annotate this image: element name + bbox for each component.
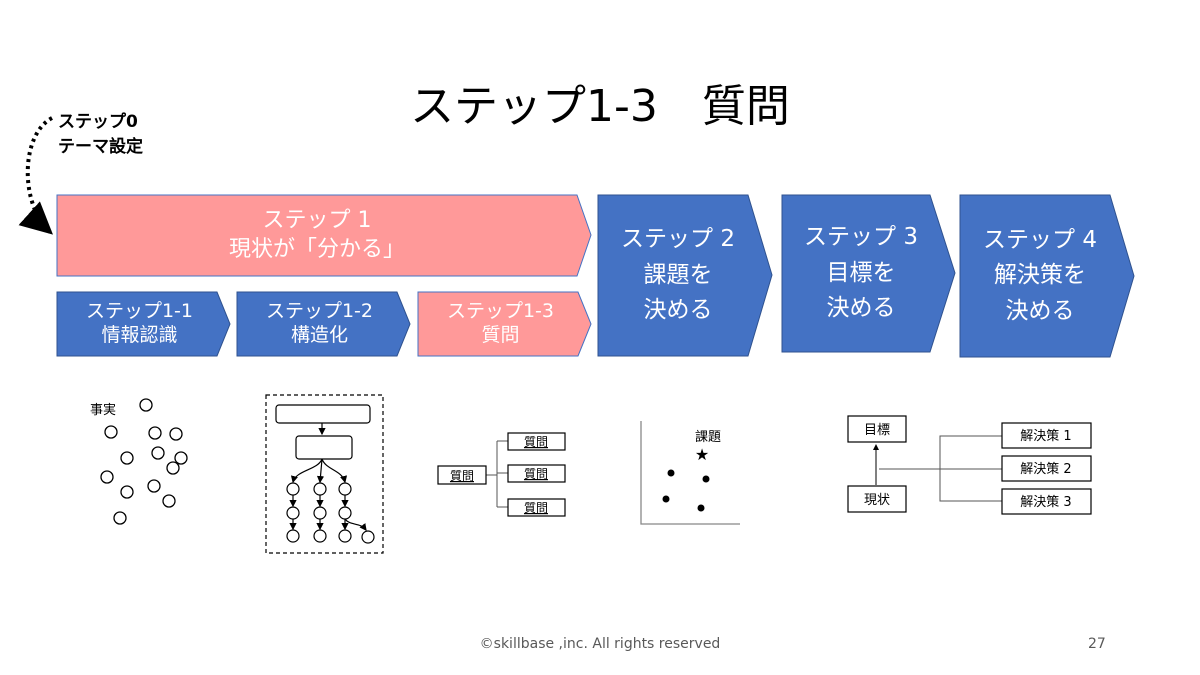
step1-2-shape: [236, 291, 411, 357]
solution-text: 解決策 3: [1020, 494, 1071, 510]
facts-circles: [100, 398, 188, 525]
step0-line2: テーマ設定: [58, 137, 143, 157]
step4-line3: 決める: [1005, 297, 1075, 324]
solution-box: [1001, 455, 1092, 482]
step1-subtitle: 現状が「分かる」: [228, 236, 405, 262]
step2-shape: [597, 194, 773, 357]
step1-1-subtitle: 情報認識: [101, 324, 178, 346]
step3-shape: [781, 194, 956, 353]
step2-line2: 課題を: [643, 261, 713, 288]
step1-title: ステップ 1: [262, 207, 372, 233]
solution-box: [1001, 488, 1092, 515]
goal-box: [847, 415, 907, 443]
step1-3-shape: [417, 291, 592, 357]
step3-line3: 決める: [826, 295, 896, 322]
slide-title: ステップ1-3 質問: [410, 81, 790, 132]
question-tree: [486, 440, 508, 508]
step0-dotted-arrow: [18, 116, 54, 235]
step2-line3: 決める: [643, 297, 713, 324]
question-child-box: [507, 464, 566, 483]
page-number: 27: [1088, 636, 1106, 652]
facts-label: 事実: [90, 402, 116, 418]
step1-2-subtitle: 構造化: [290, 324, 348, 346]
step2-title: ステップ 2: [621, 226, 735, 253]
structure-diagram: [265, 394, 384, 554]
current-box: [847, 485, 907, 513]
solution-text: 解決策 2: [1020, 461, 1071, 477]
step4-title: ステップ 4: [983, 226, 1097, 253]
step1-2-title: ステップ1-2: [265, 300, 374, 323]
step1-label: ステップ 1 現状が「分かる」: [57, 195, 577, 276]
question-child-box: [507, 432, 566, 451]
question-child-text: 質問: [524, 434, 548, 449]
step1-1-label: ステップ1-1 情報認識: [57, 292, 222, 356]
question-child-text: 質問: [524, 466, 548, 481]
step1-3-title: ステップ1-3: [446, 300, 555, 323]
question-root-text: 質問: [450, 468, 474, 483]
copyright-footer: ©skillbase ,inc. All rights reserved: [479, 636, 721, 652]
step1-3-label: ステップ1-3 質問: [418, 292, 583, 356]
question-root-box: [437, 465, 487, 485]
step3-label: ステップ 3 目標を 決める: [782, 195, 940, 352]
issue-plot-axes: [640, 421, 740, 525]
issue-label: 課題: [695, 429, 721, 445]
step4-shape: [959, 194, 1135, 358]
step0-label: ステップ0 テーマ設定: [58, 110, 143, 160]
question-child-text: 質問: [524, 500, 548, 515]
step1-shape: [56, 194, 592, 277]
step0-line1: ステップ0: [58, 112, 138, 132]
step1-1-shape: [56, 291, 231, 357]
step1-3-subtitle: 質問: [481, 324, 520, 346]
step3-title: ステップ 3: [804, 224, 918, 251]
step1-2-label: ステップ1-2 構造化: [237, 292, 402, 356]
step1-1-title: ステップ1-1: [85, 300, 194, 323]
solution-text: 解決策 1: [1020, 428, 1071, 444]
question-child-box: [507, 498, 566, 517]
current-text: 現状: [864, 493, 890, 508]
issue-points: [662, 469, 710, 512]
step4-line2: 解決策を: [994, 262, 1086, 289]
solution-box: [1001, 422, 1092, 449]
step2-label: ステップ 2 課題を 決める: [598, 195, 758, 356]
star-icon: ★: [695, 445, 709, 464]
step3-line2: 目標を: [826, 259, 896, 286]
goal-text: 目標: [864, 423, 890, 438]
step4-label: ステップ 4 解決策を 決める: [960, 195, 1120, 357]
